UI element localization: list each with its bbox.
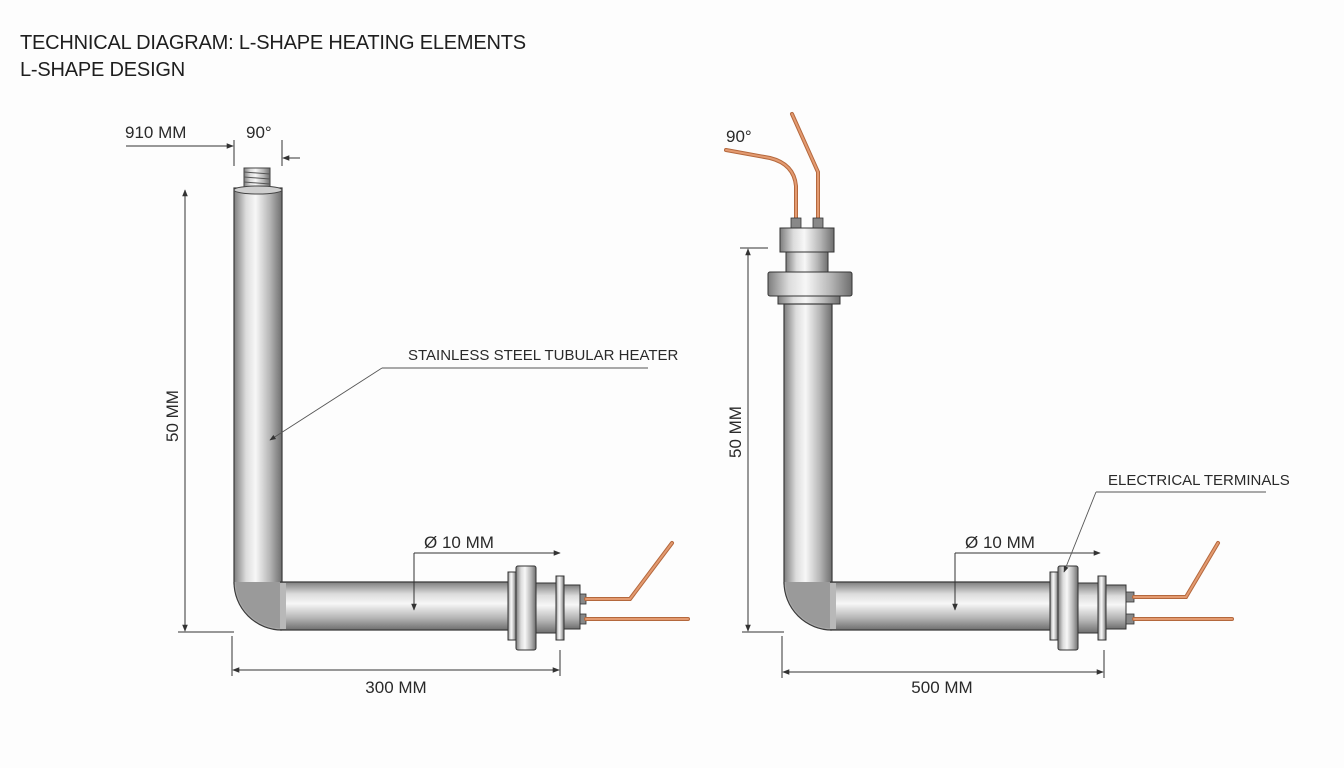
right-height-label: 50 MM: [726, 406, 745, 458]
left-flange-fitting: [507, 565, 587, 651]
title-line-2: L-SHAPE DESIGN: [20, 59, 186, 81]
right-head-fitting: [767, 227, 853, 305]
left-height-label: 50 MM: [163, 390, 182, 442]
left-diameter-label: Ø 10 MM: [424, 533, 494, 552]
left-top-length-label: 910 MM: [125, 123, 186, 142]
right-side-copper-wires: [1132, 541, 1234, 621]
right-top-copper-wires: [724, 112, 820, 224]
left-length-label: 300 MM: [365, 678, 426, 697]
right-diameter-label: Ø 10 MM: [965, 533, 1035, 552]
right-length-label: 500 MM: [911, 678, 972, 697]
left-copper-wires: [584, 541, 690, 621]
right-angle-label: 90°: [726, 127, 752, 146]
right-horizontal-tube: [830, 582, 1052, 630]
right-terminals-callout: ELECTRICAL TERMINALS: [1063, 472, 1290, 573]
terminals-callout-label: ELECTRICAL TERMINALS: [1108, 472, 1290, 489]
left-vertical-tube: [233, 187, 283, 585]
left-horizontal-tube: [280, 582, 512, 630]
title-line-1: TECHNICAL DIAGRAM: L-SHAPE HEATING ELEME…: [20, 32, 526, 54]
diagram-title: TECHNICAL DIAGRAM: L-SHAPE HEATING ELEME…: [20, 30, 526, 84]
right-heating-element: [724, 112, 1234, 651]
right-vertical-tube: [783, 303, 833, 585]
left-dimensions: 910 MM 90° 50 MM Ø 10 MM 300 MM: [125, 123, 561, 697]
material-callout-label: STAINLESS STEEL TUBULAR HEATER: [408, 347, 679, 364]
right-bend: [784, 582, 832, 630]
right-flange-fitting: [1049, 565, 1135, 651]
right-dimensions: 90° 50 MM Ø 10 MM 500 MM: [726, 127, 1105, 697]
left-material-callout: STAINLESS STEEL TUBULAR HEATER: [269, 347, 679, 441]
left-bend: [234, 582, 282, 630]
left-heating-element: [233, 167, 690, 651]
left-top-angle-label: 90°: [246, 123, 272, 142]
